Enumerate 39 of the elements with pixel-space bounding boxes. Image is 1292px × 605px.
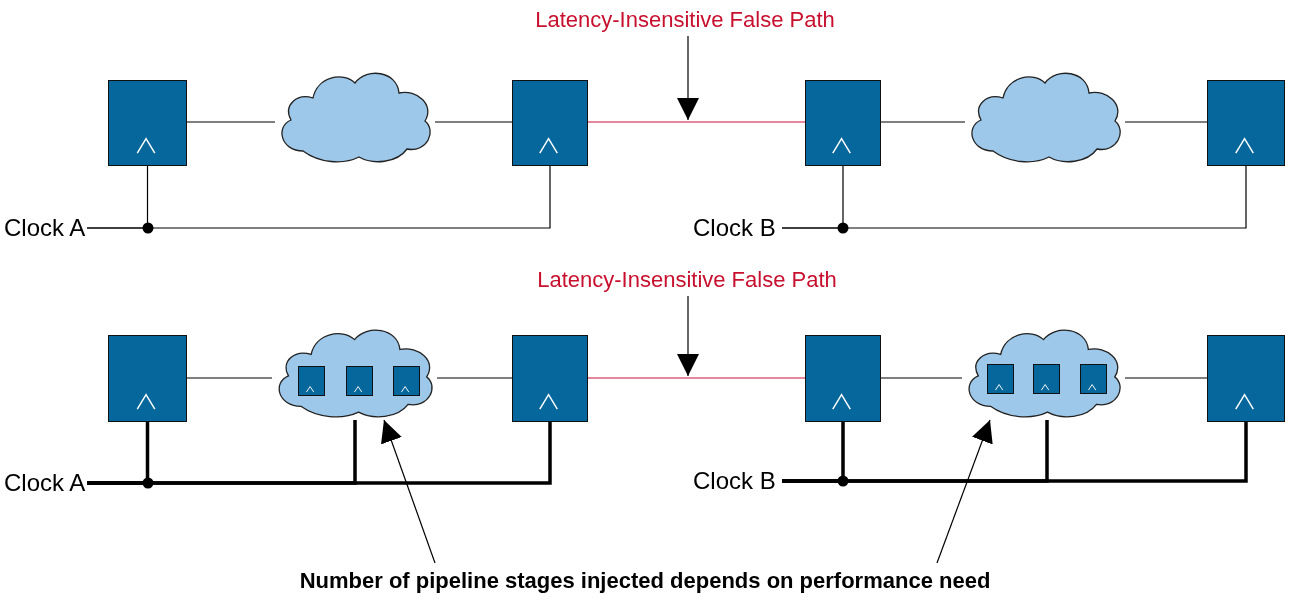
arrow [936, 419, 993, 564]
register-symbol [1207, 335, 1285, 422]
wire [587, 377, 806, 379]
register-symbol [512, 335, 588, 422]
wire [436, 377, 513, 379]
wire [186, 121, 276, 123]
clock-label: Clock A [4, 468, 87, 498]
annotation-text: Number of pipeline stages injected depends on performance need [230, 563, 1060, 599]
path-label: Latency-Insensitive False Path [522, 264, 852, 296]
register-symbol [1207, 80, 1285, 166]
wire [1124, 377, 1208, 379]
wire [880, 121, 966, 123]
register-symbol [346, 366, 373, 396]
clock-wire [781, 165, 1247, 229]
arrow [381, 419, 436, 564]
register-symbol [108, 80, 187, 166]
wire [1124, 121, 1208, 123]
clock-wire [86, 165, 551, 229]
register-symbol [108, 335, 187, 422]
clock-label: Clock A [4, 213, 87, 243]
clock-wire [87, 422, 552, 485]
wire [880, 377, 963, 379]
register-symbol [1080, 364, 1107, 394]
wire [434, 121, 513, 123]
wire [587, 121, 806, 123]
arrow [677, 35, 699, 121]
arrow [677, 295, 699, 377]
path-label: Latency-Insensitive False Path [520, 4, 850, 36]
register-symbol [805, 335, 881, 422]
clock-wire [782, 422, 1248, 483]
register-symbol [512, 80, 588, 166]
wire [186, 377, 273, 379]
clock-label: Clock B [693, 466, 782, 496]
register-symbol [1033, 364, 1060, 394]
clock-label: Clock B [693, 213, 782, 243]
register-symbol [393, 366, 420, 396]
register-symbol [298, 366, 325, 396]
register-symbol [805, 80, 881, 166]
register-symbol [987, 364, 1014, 394]
